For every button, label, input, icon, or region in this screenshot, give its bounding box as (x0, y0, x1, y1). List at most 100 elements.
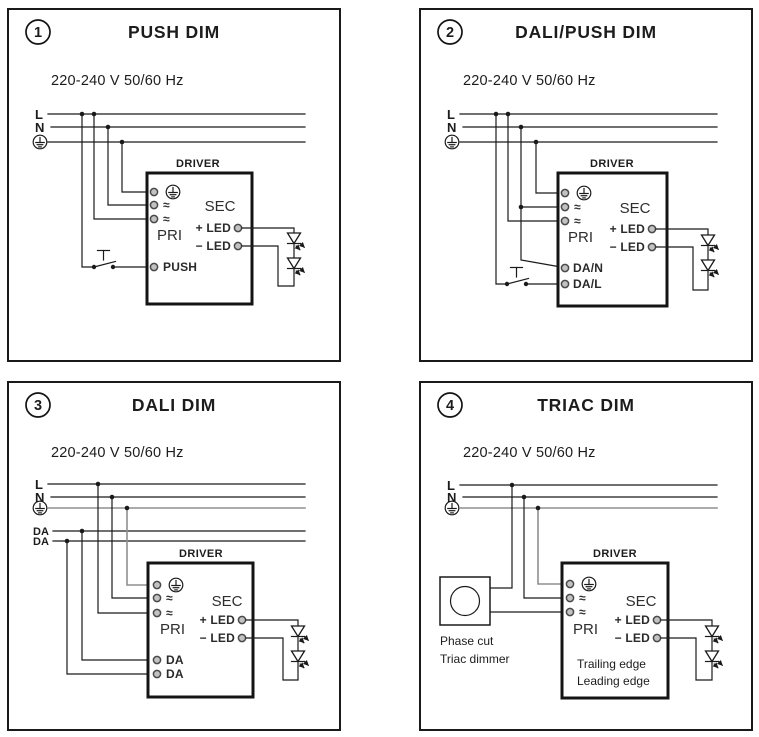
voltage-label: 220-240 V 50/60 Hz (51, 73, 184, 89)
line-l-label: L (447, 478, 455, 493)
da-terminal-label: DA (166, 653, 184, 667)
terminal-ac1 (565, 593, 575, 603)
ac-mark: ≈ (163, 212, 170, 226)
terminal-led-plus (652, 615, 662, 625)
da-bus-label: DA (33, 536, 49, 548)
sec-label: SEC (620, 200, 651, 217)
terminal-ac1 (560, 202, 570, 212)
line-n-label: N (35, 120, 44, 135)
driver-outline (145, 171, 254, 306)
sec-label: SEC (626, 593, 657, 610)
da-bus-label: DA (33, 526, 49, 538)
line-l-label: L (35, 107, 43, 122)
terminal-earth (149, 187, 159, 197)
terminal-led-plus (647, 224, 657, 234)
triac-dimmer: Phase cut Triac dimmer (439, 576, 510, 666)
driver-label: DRIVER (179, 548, 223, 560)
earth-symbol-icon (32, 134, 48, 150)
terminal-earth (152, 580, 162, 590)
line-l-label: L (447, 107, 455, 122)
driver-label: DRIVER (590, 158, 634, 170)
led-load (655, 228, 718, 291)
terminal-led-plus (237, 615, 247, 625)
terminal-ac2 (149, 214, 159, 224)
terminal-ac2 (565, 607, 575, 617)
led-plus-label: + LED (200, 613, 235, 627)
earth-symbol-icon (32, 500, 48, 516)
panel-title: DALI DIM (132, 395, 216, 415)
terminal-led-minus (652, 633, 662, 643)
line-l-label: L (35, 477, 43, 492)
ac-mark: ≈ (166, 606, 173, 620)
terminal-da2 (152, 669, 162, 679)
step-number: 1 (34, 25, 42, 41)
driver-outline (146, 561, 255, 699)
driver-outline (560, 561, 670, 700)
panel-push-dim: 1 PUSH DIM 220-240 V 50/60 Hz L N DRIVER… (7, 8, 341, 362)
led-minus-label: − LED (200, 631, 235, 645)
voltage-label: 220-240 V 50/60 Hz (463, 73, 596, 89)
step-number: 3 (34, 398, 42, 414)
mains-wiring (47, 111, 306, 268)
led-minus-label: − LED (196, 239, 231, 253)
pe-terminal-icon (576, 185, 592, 201)
panel-dali-dim: 3 DALI DIM 220-240 V 50/60 Hz L N DA DA … (7, 381, 341, 731)
sec-label: SEC (212, 593, 243, 610)
da-n-terminal-label: DA/N (573, 261, 603, 275)
terminal-led-plus (233, 223, 243, 233)
pe-terminal-icon (165, 184, 181, 200)
pe-terminal-icon (581, 576, 597, 592)
driver-box: DRIVER ≈ ≈ PRI SEC + LED − LED DA DA (146, 548, 255, 699)
step-number: 4 (446, 398, 454, 414)
step-number-circle (437, 392, 463, 418)
dimmer-caption: Triac dimmer (440, 652, 510, 666)
edge-note: Leading edge (577, 674, 650, 688)
terminal-da1 (152, 655, 162, 665)
panel-dali-push-dim: 2 DALI/PUSH DIM 220-240 V 50/60 Hz L N D… (419, 8, 753, 362)
terminal-push (149, 262, 159, 272)
step-number-circle (437, 19, 463, 45)
panel-title: PUSH DIM (128, 22, 220, 42)
pri-label: PRI (568, 229, 593, 246)
panel-title: TRIAC DIM (537, 395, 635, 415)
da-l-terminal-label: DA/L (573, 277, 602, 291)
driver-box: DRIVER ≈ ≈ PRI SEC + LED − LED Trailing … (560, 548, 670, 700)
terminal-da-l (560, 279, 570, 289)
terminal-ac1 (152, 593, 162, 603)
led-load (245, 619, 308, 681)
ac-mark: ≈ (574, 200, 581, 214)
voltage-label: 220-240 V 50/60 Hz (51, 445, 184, 461)
led-plus-label: + LED (196, 221, 231, 235)
step-number-circle (25, 19, 51, 45)
line-n-label: N (447, 490, 456, 505)
terminal-ac2 (560, 216, 570, 226)
driver-box: DRIVER ≈ ≈ PRI SEC + LED − LED DA/N DA/L (556, 158, 669, 308)
terminal-da-n (560, 263, 570, 273)
da-terminal-label: DA (166, 667, 184, 681)
panel-triac-dim: 4 TRIAC DIM 220-240 V 50/60 Hz L N Phase… (419, 381, 753, 731)
terminal-led-minus (233, 241, 243, 251)
terminal-led-minus (237, 633, 247, 643)
ac-mark: ≈ (579, 605, 586, 619)
panel-title: DALI/PUSH DIM (515, 22, 657, 42)
pe-terminal-icon (168, 577, 184, 593)
dimmer-knob-icon (449, 585, 481, 617)
mains-wiring (459, 482, 718, 613)
terminal-ac1 (149, 200, 159, 210)
sec-label: SEC (205, 198, 236, 215)
terminal-ac2 (152, 608, 162, 618)
earth-symbol-icon (444, 134, 460, 150)
driver-label: DRIVER (593, 548, 637, 560)
led-plus-label: + LED (615, 613, 650, 627)
mains-wiring (459, 111, 718, 285)
driver-outline (556, 171, 669, 308)
voltage-label: 220-240 V 50/60 Hz (463, 445, 596, 461)
step-number-circle (25, 392, 51, 418)
led-minus-label: − LED (610, 240, 645, 254)
led-load (241, 227, 304, 287)
edge-note: Trailing edge (577, 657, 646, 671)
line-n-label: N (447, 120, 456, 135)
terminal-earth (565, 579, 575, 589)
terminal-led-minus (647, 242, 657, 252)
pri-label: PRI (573, 621, 598, 638)
